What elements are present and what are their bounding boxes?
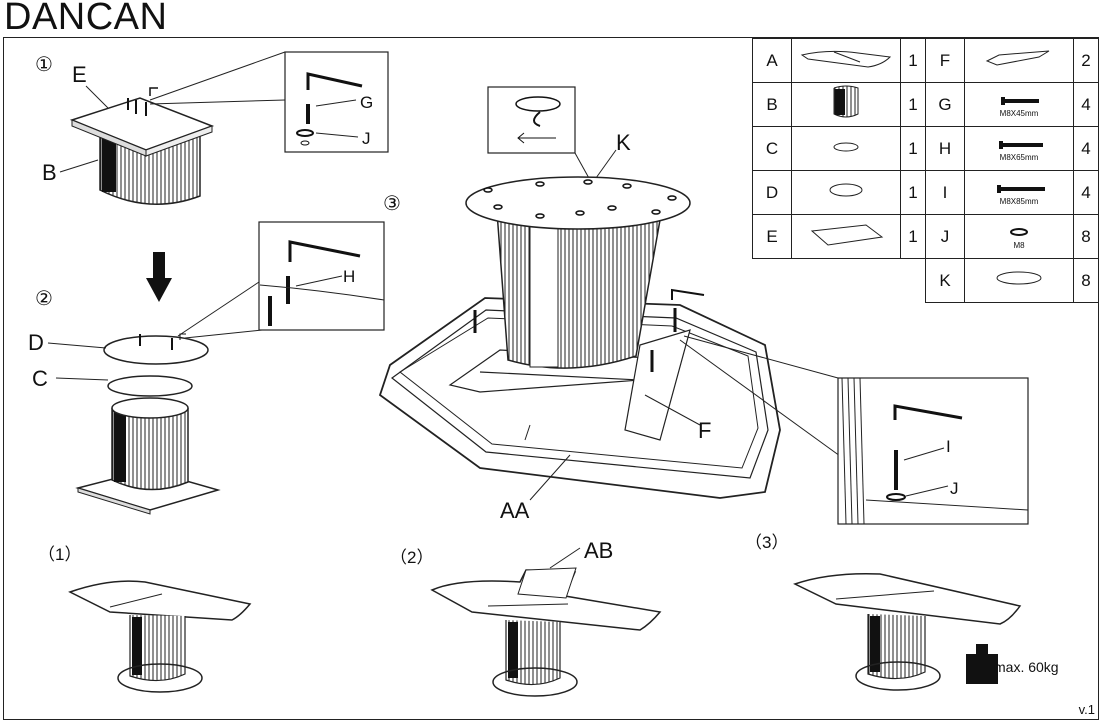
table-row: C 1 H M8X65mm 4 (752, 126, 1099, 171)
bracket-icon (964, 38, 1074, 83)
table-row: E 1 J M8 8 (752, 214, 1099, 259)
part-qty: 8 (1073, 214, 1099, 259)
option1-group: （1） (38, 545, 252, 693)
label-k: K (616, 130, 631, 155)
bolt-icon: M8X85mm (964, 170, 1074, 215)
base-plate-icon (791, 214, 901, 259)
option3-group: （3） max. 60kg (745, 533, 1059, 691)
part-letter: K (925, 258, 965, 303)
label-e: E (72, 62, 87, 87)
label-j: J (362, 129, 371, 148)
empty-cell (753, 259, 926, 303)
part-qty: 1 (900, 170, 926, 215)
step3-group: ③ K (378, 86, 1029, 525)
step2-marker: ② (35, 288, 53, 310)
table-row: D 1 I M8X85mm 4 (752, 170, 1099, 215)
parts-table: A 1 F 2 B 1 G M8X45mm 4 C 1 H M8X65mm 4 … (752, 38, 1099, 303)
bolt-size: M8X85mm (999, 197, 1039, 206)
option3-marker: （3） (745, 533, 788, 552)
option2-marker: （2） (390, 548, 433, 567)
part-letter: B (752, 82, 792, 127)
label-d: D (28, 330, 44, 355)
max-load-text: max. 60kg (994, 659, 1059, 675)
part-qty: 8 (1073, 258, 1099, 303)
pedestal-upside-down (69, 87, 215, 205)
label-j2: J (950, 479, 959, 498)
pedestal-icon (791, 82, 901, 127)
label-b: B (42, 160, 57, 185)
oval-plate-icon (791, 170, 901, 215)
part-letter: A (752, 38, 792, 83)
part-letter: F (925, 38, 965, 83)
oval-plate-small-icon (791, 126, 901, 171)
part-qty: 1 (900, 82, 926, 127)
detail-box-h (258, 221, 385, 331)
bolt-icon: M8X65mm (964, 126, 1074, 171)
step1-group: ① G J E B (35, 51, 389, 205)
bolt-size: M8X45mm (999, 109, 1039, 118)
label-aa: AA (500, 498, 530, 523)
table-row: A 1 F 2 (752, 38, 1099, 83)
step1-marker: ① (35, 54, 53, 76)
step3-marker: ③ (383, 193, 401, 215)
washer-size: M8 (1013, 241, 1025, 250)
weight-icon (966, 644, 998, 684)
option1-marker: （1） (38, 545, 81, 564)
part-qty: 4 (1073, 126, 1099, 171)
step2-group: ② H D C (28, 221, 385, 515)
part-qty: 1 (900, 38, 926, 83)
label-i: I (946, 437, 951, 456)
manual-title: DANCAN (4, 0, 168, 38)
part-letter: J (925, 214, 965, 259)
part-letter: C (752, 126, 792, 171)
part-letter: I (925, 170, 965, 215)
label-c: C (32, 366, 48, 391)
bolt-icon: M8X45mm (964, 82, 1074, 127)
part-letter: E (752, 214, 792, 259)
version-label: v.1 (1078, 702, 1095, 717)
tabletop-icon (791, 38, 901, 83)
option2-group: （2） AB (390, 538, 662, 697)
part-qty: 4 (1073, 170, 1099, 215)
part-letter: H (925, 126, 965, 171)
table-row: K 8 (753, 258, 1099, 303)
down-arrow-icon (146, 252, 172, 302)
washer-icon: M8 (964, 214, 1074, 259)
pad-icon (964, 258, 1074, 303)
table-row: B 1 G M8X45mm 4 (752, 82, 1099, 127)
label-ab: AB (584, 538, 613, 563)
bolt-size: M8X65mm (999, 153, 1039, 162)
plate-c (107, 375, 193, 397)
label-h: H (343, 267, 355, 286)
part-qty: 4 (1073, 82, 1099, 127)
part-letter: D (752, 170, 792, 215)
part-qty: 2 (1073, 38, 1099, 83)
plate-d (103, 335, 209, 365)
part-qty: 1 (900, 214, 926, 259)
label-f: F (698, 418, 711, 443)
pedestal-upside-down-large (465, 176, 691, 369)
part-qty: 1 (900, 126, 926, 171)
diagram-frame (3, 37, 1099, 720)
part-letter: G (925, 82, 965, 127)
label-g: G (360, 93, 373, 112)
